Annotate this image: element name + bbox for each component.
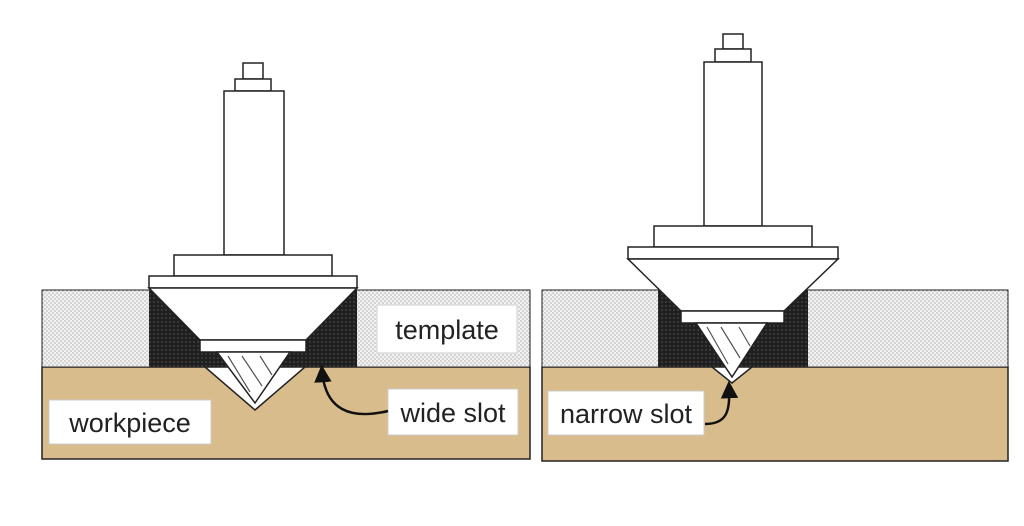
bit-shoulder-left — [199, 339, 307, 353]
workpiece-label: workpiece — [68, 408, 191, 438]
bit-tip-left — [215, 351, 292, 405]
bit-collar-right — [714, 48, 752, 63]
right-panel: narrow slot — [541, 33, 1009, 462]
left-panel: workpiece template wide slot — [41, 62, 531, 460]
bit-shank-left — [223, 90, 285, 256]
bit-shoulder-right — [680, 310, 785, 324]
bit-flute-left — [227, 355, 273, 393]
router-bit-left — [147, 62, 359, 405]
wide-slot-label-box — [387, 388, 519, 436]
bit-bearing-left — [148, 275, 358, 289]
bit-collar-left — [234, 78, 272, 92]
bit-shank-right — [703, 61, 763, 227]
narrow-slot-label: narrow slot — [560, 399, 693, 429]
wide-slot-arrow-icon — [314, 364, 389, 416]
bit-flute-right — [706, 326, 751, 365]
bit-bearing-right — [627, 246, 839, 260]
bit-tip-right — [694, 322, 769, 379]
bit-nut-left — [242, 62, 264, 80]
narrow-slot-label-box — [547, 390, 705, 436]
wide-slot-label: wide slot — [399, 398, 506, 428]
workpiece-label-box — [48, 399, 212, 445]
narrow-slot-arrow-icon — [704, 380, 739, 426]
template-label: template — [395, 315, 499, 345]
bit-hub-left — [173, 254, 333, 277]
bit-nut-right — [722, 33, 744, 50]
template-label-box — [376, 304, 518, 354]
bit-hub-right — [653, 225, 813, 248]
router-bit-right — [626, 33, 840, 379]
